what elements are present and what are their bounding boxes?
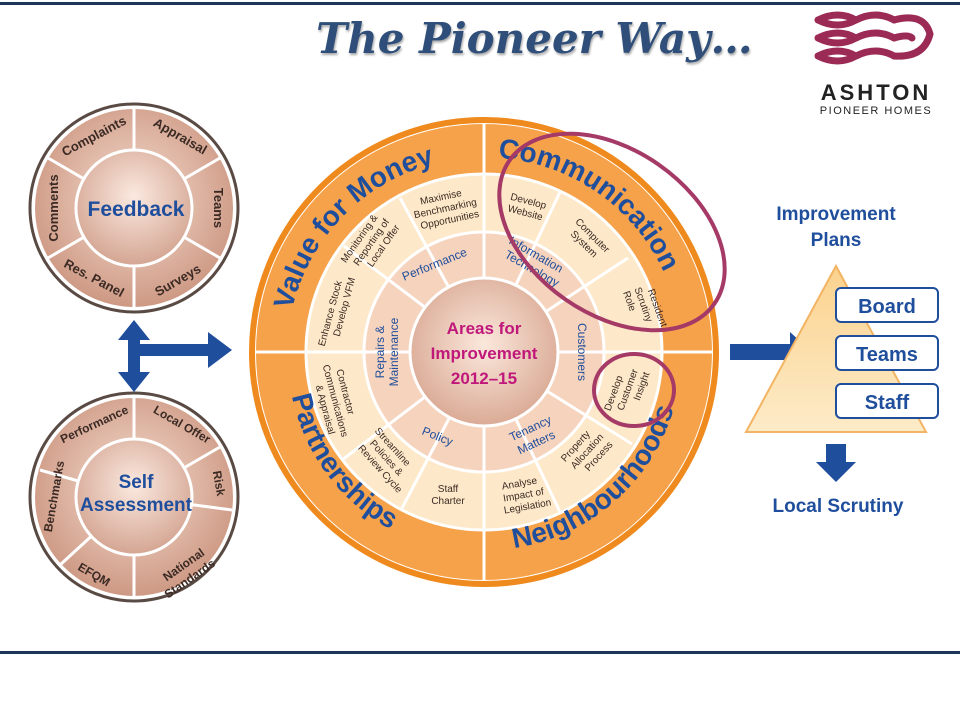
self-assessment-circle: Self Assessment Performance Local Offer …	[28, 391, 240, 603]
top-rule	[0, 2, 960, 5]
improvement-title-line1: Improvement	[776, 204, 896, 225]
self-assessment-center-line1: Self	[119, 472, 155, 493]
self-assessment-center-disc	[74, 437, 194, 557]
page-title: The Pioneer Way…	[316, 14, 753, 63]
feedback-segment-comments: Comments	[46, 174, 61, 241]
local-scrutiny-label: Local Scrutiny	[773, 496, 904, 517]
feedback-center-label: Feedback	[88, 198, 185, 221]
middle-staff-charter-2: Charter	[431, 496, 465, 507]
right-arrow-icon	[134, 332, 232, 368]
improvement-title-line2: Plans	[811, 230, 862, 251]
staff-label: Staff	[865, 392, 910, 414]
logo-subtitle: PIONEER HOMES	[819, 105, 933, 117]
wheel-center-line3: 2012–15	[451, 369, 517, 388]
improvement-plans: Improvement Plans Board Teams Staff Loca…	[744, 204, 939, 517]
teams-label: Teams	[856, 344, 918, 366]
board-label: Board	[858, 296, 916, 318]
inner-repairs-line2: Maintenance	[387, 317, 401, 386]
self-assessment-center-line2: Assessment	[80, 495, 193, 516]
staff-box	[835, 383, 939, 419]
middle-staff-charter-1: Staff	[438, 484, 459, 495]
highlight-oval-insight	[592, 352, 676, 428]
inner-customers: Customers	[575, 323, 589, 381]
feedback-circle: Feedback Complaints Appraisal Teams Surv…	[28, 102, 240, 314]
teams-box	[835, 335, 939, 371]
ashton-logo: ASHTON PIONEER HOMES	[806, 8, 946, 118]
highlight-oval-communication	[497, 131, 727, 333]
feedback-center-disc	[74, 148, 194, 268]
board-box	[835, 287, 939, 323]
areas-wheel: Areas for Improvement 2012–15 Value for …	[249, 117, 727, 587]
left-arrows	[118, 320, 232, 392]
bottom-rule	[0, 651, 960, 654]
self-assessment-segment-risk: Risk	[210, 470, 228, 498]
wheel-center-line2: Improvement	[431, 344, 538, 363]
logo-mark-icon	[814, 11, 934, 65]
inner-repairs-line1: Repairs &	[373, 326, 387, 379]
feedback-segment-teams: Teams	[211, 188, 226, 228]
wheel-center-disc	[408, 276, 560, 428]
down-arrow-icon	[118, 368, 150, 392]
logo-name: ASHTON	[820, 80, 932, 105]
wheel-center-line1: Areas for	[447, 319, 522, 338]
down-arrow-to-scrutiny-icon	[816, 444, 856, 482]
